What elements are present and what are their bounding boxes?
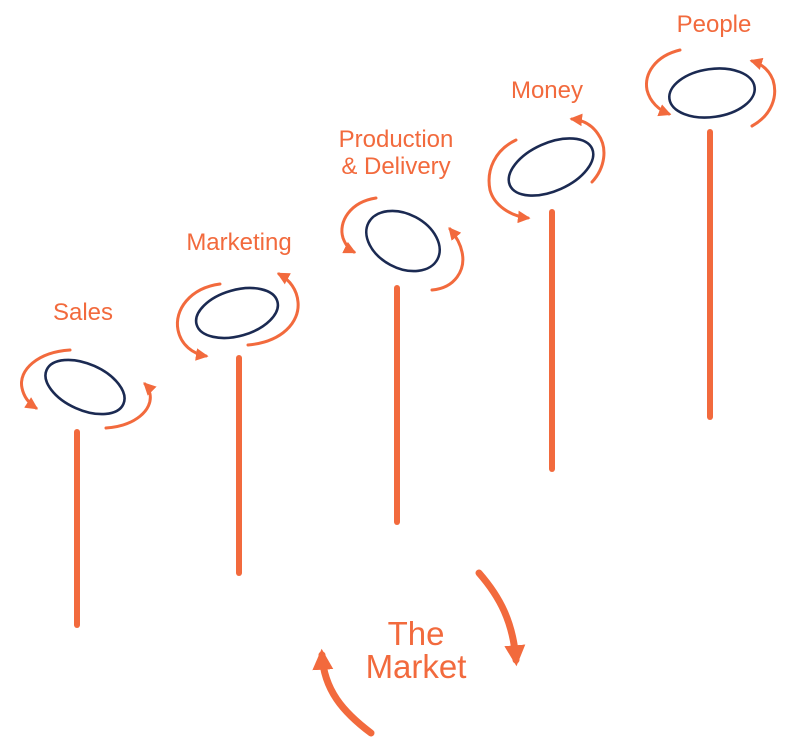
- plate-label-delivery: & Delivery: [341, 153, 450, 180]
- rotation-arrow-icon: [487, 138, 531, 224]
- plate-group-production-delivery: Production & Delivery: [339, 126, 465, 525]
- market-label-line2: Market: [366, 648, 467, 685]
- rotation-arrow-icon: [175, 282, 222, 361]
- plate-group-money: Money: [487, 77, 606, 472]
- rotation-arrow-icon: [340, 196, 378, 254]
- market-label-line1: The: [388, 615, 445, 652]
- plate-label-sales: Sales: [53, 299, 113, 326]
- rotation-arrow-icon: [20, 348, 72, 410]
- plate-group-sales: Sales: [20, 299, 157, 628]
- plate-label-people: People: [677, 11, 752, 38]
- plate-label-production: Production: [339, 126, 454, 153]
- rotation-arrow-icon: [569, 113, 606, 184]
- plate-group-marketing: Marketing: [175, 229, 300, 576]
- rotation-arrow-icon: [104, 382, 157, 430]
- rotation-arrow-icon: [645, 48, 682, 117]
- rotation-arrow-icon: [246, 272, 300, 347]
- plate-people: [667, 67, 757, 119]
- plate-sales: [44, 358, 126, 416]
- plate-money: [507, 137, 595, 197]
- rotation-arrow-icon: [749, 57, 777, 128]
- rotation-arrow-icon: [430, 227, 465, 292]
- cycle-arrow-icon: [475, 569, 526, 667]
- plate-production-delivery: [365, 209, 441, 273]
- plate-group-people: People: [645, 11, 777, 420]
- plate-label-marketing: Marketing: [186, 229, 291, 256]
- plate-label-money: Money: [511, 77, 583, 104]
- cycle-arrow-icon: [312, 648, 375, 737]
- market-cycle: The Market: [312, 569, 526, 737]
- plate-marketing: [194, 286, 280, 340]
